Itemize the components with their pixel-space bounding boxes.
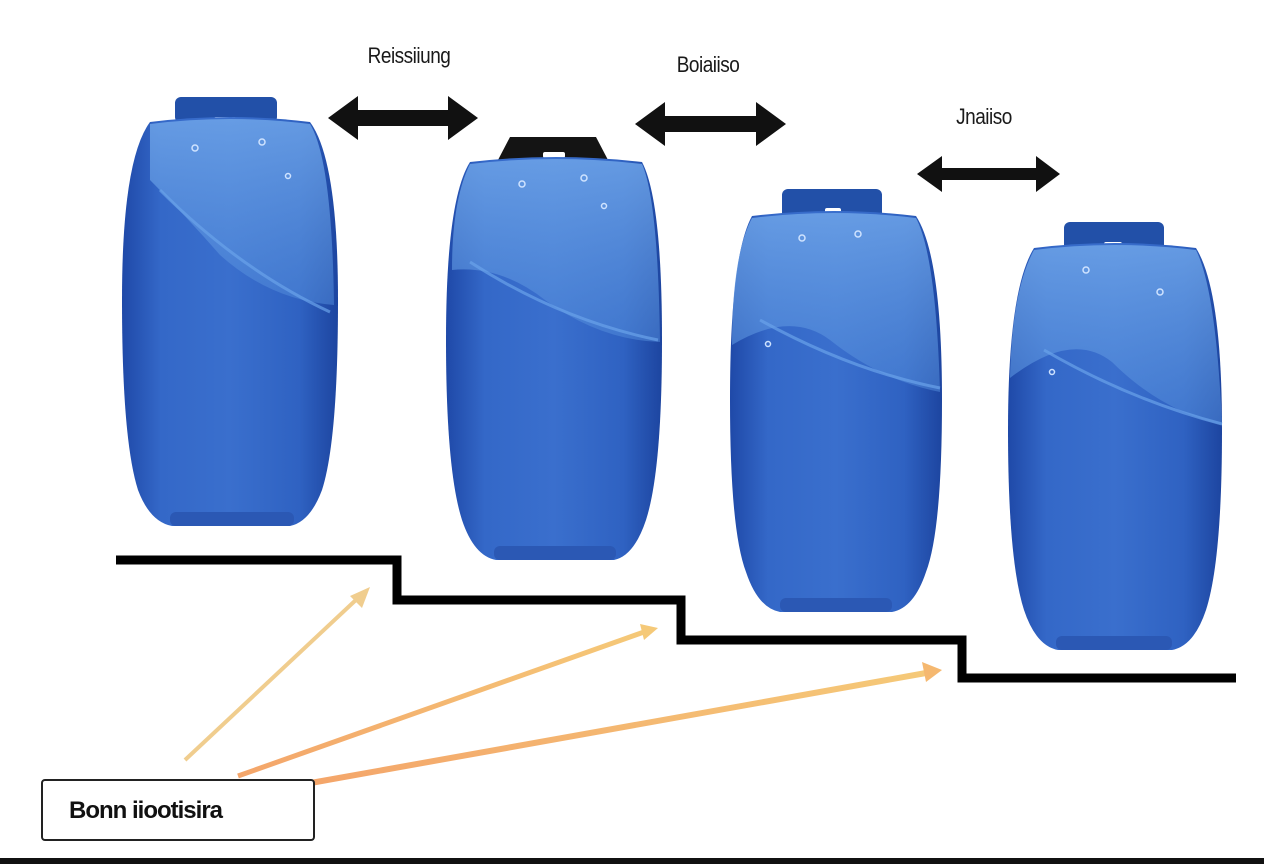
double-headed-arrow-icon: [328, 96, 478, 140]
callout-text: Bonn iiootisira: [69, 797, 223, 824]
double-headed-arrow-icon: [635, 102, 786, 146]
callout-box: Bonn iiootisira: [41, 779, 315, 841]
step-line: [116, 555, 1236, 683]
double-headed-arrow-icon: [917, 156, 1060, 192]
container-3: [730, 189, 942, 612]
container-4-liquid-highlight: [1010, 245, 1222, 425]
container-3-liquid-highlight: [732, 213, 940, 392]
container-1-liquid-highlight: [150, 119, 334, 305]
container-1-cap: [175, 97, 277, 123]
stage-label-3: Jnaiiso: [956, 105, 1012, 130]
container-2-cap: [498, 137, 608, 160]
bottom-border: [0, 858, 1264, 864]
container-4: [1008, 222, 1223, 650]
container-1: [122, 97, 338, 526]
pointer-arrow-icon: [183, 587, 370, 762]
pointer-arrow-icon: [304, 662, 942, 787]
container-2: [446, 137, 662, 560]
stage-label-1: Reissiiung: [367, 44, 451, 69]
pointer-arrow-icon: [237, 624, 658, 779]
container-2-liquid-highlight: [452, 159, 660, 342]
stage-label-2: Boiaiiso: [676, 53, 740, 78]
